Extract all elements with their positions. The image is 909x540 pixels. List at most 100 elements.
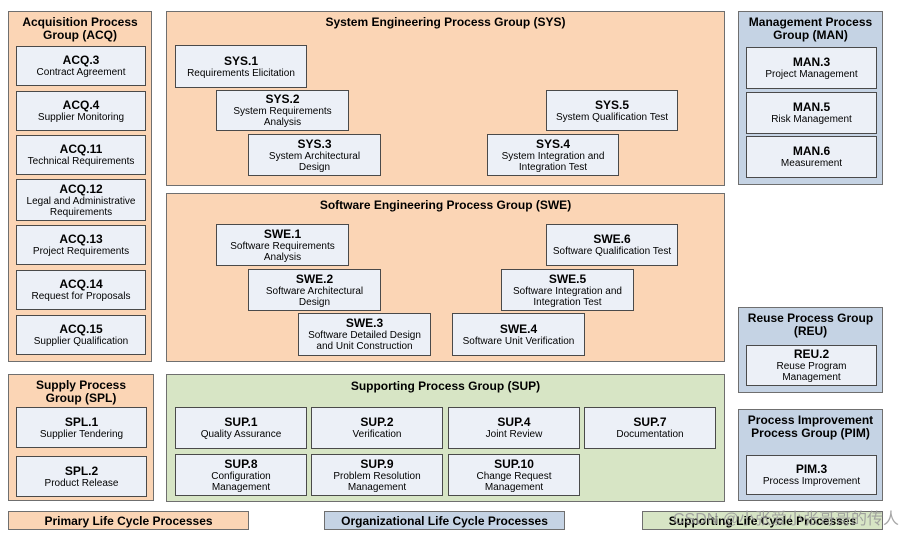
acq-3-id: ACQ.3 xyxy=(62,53,100,67)
sup-1-name: Quality Assurance xyxy=(200,429,282,440)
sup-2-box: SUP.2 Verification xyxy=(311,407,443,449)
man-5-box: MAN.5 Risk Management xyxy=(746,92,877,134)
sys-4-id: SYS.4 xyxy=(535,136,571,151)
watermark: CSDN @小张爱小张哥哥的传人 xyxy=(672,511,899,528)
sys-group-title: System Engineering Process Group (SYS) xyxy=(325,15,566,29)
swe-3-box: SWE.3 Software Detailed Design and Unit … xyxy=(298,313,431,356)
reu-2-id: REU.2 xyxy=(793,347,830,361)
man-5-id: MAN.5 xyxy=(792,100,831,114)
sup-8-box: SUP.8 Configuration Management xyxy=(175,454,307,496)
spl-group-title: Supply Process Group (SPL) xyxy=(35,378,127,405)
man-5-name: Risk Management xyxy=(771,114,852,125)
sys-3-box: SYS.3 System Architectural Design xyxy=(248,134,381,176)
sup-9-id: SUP.9 xyxy=(360,456,394,471)
acq-11-id: ACQ.11 xyxy=(59,142,103,156)
man-6-id: MAN.6 xyxy=(792,144,831,158)
pim-3-id: PIM.3 xyxy=(795,462,828,476)
acq-14-box: ACQ.14 Request for Proposals xyxy=(16,270,146,310)
legend-supporting: Supporting Life Cycle Processes xyxy=(642,511,883,530)
sys-1-name: Requirements Elicitation xyxy=(187,67,295,79)
swe-2-name: Software Architectural Design xyxy=(265,285,364,308)
swe-2-id: SWE.2 xyxy=(295,271,334,286)
reu-group: Reuse Process Group (REU) REU.2 Reuse Pr… xyxy=(738,307,883,393)
swe-3-name: Software Detailed Design and Unit Constr… xyxy=(308,330,421,352)
acq-11-box: ACQ.11 Technical Requirements xyxy=(16,135,146,175)
swe-3-id: SWE.3 xyxy=(345,316,384,330)
sup-7-id: SUP.7 xyxy=(633,415,667,429)
swe-4-id: SWE.4 xyxy=(499,321,538,336)
sup-1-box: SUP.1 Quality Assurance xyxy=(175,407,307,449)
sup-2-name: Verification xyxy=(352,429,402,440)
sup-9-box: SUP.9 Problem Resolution Management xyxy=(311,454,443,496)
acq-3-box: ACQ.3 Contract Agreement xyxy=(16,46,146,86)
sup-group-title: Supporting Process Group (SUP) xyxy=(350,379,541,393)
spl-2-id: SPL.2 xyxy=(64,463,99,478)
sup-4-name: Joint Review xyxy=(485,429,543,440)
sup-10-name: Change Request Management xyxy=(476,470,552,493)
sup-4-box: SUP.4 Joint Review xyxy=(448,407,580,449)
pim-group-title: Process Improvement Process Group (PIM) xyxy=(747,413,874,440)
sup-10-box: SUP.10 Change Request Management xyxy=(448,454,580,496)
sup-group: Supporting Process Group (SUP) SUP.1 Qua… xyxy=(166,374,725,502)
sys-2-box: SYS.2 System Requirements Analysis xyxy=(216,90,349,131)
reu-group-title: Reuse Process Group (REU) xyxy=(747,311,874,338)
acq-13-box: ACQ.13 Project Requirements xyxy=(16,225,146,265)
swe-4-box: SWE.4 Software Unit Verification xyxy=(452,313,585,356)
acq-4-id: ACQ.4 xyxy=(62,98,100,112)
acq-11-name: Technical Requirements xyxy=(27,156,135,167)
man-6-name: Measurement xyxy=(780,158,843,169)
man-3-name: Project Management xyxy=(765,69,858,80)
swe-6-box: SWE.6 Software Qualification Test xyxy=(546,224,678,266)
acq-4-name: Supplier Monitoring xyxy=(37,112,125,123)
sys-1-id: SYS.1 xyxy=(223,53,259,68)
swe-group: Software Engineering Process Group (SWE)… xyxy=(166,193,725,362)
pim-3-box: PIM.3 Process Improvement xyxy=(746,455,877,495)
sys-5-id: SYS.5 xyxy=(594,97,630,112)
sup-8-id: SUP.8 xyxy=(224,456,258,471)
acq-15-id: ACQ.15 xyxy=(59,322,103,336)
swe-6-id: SWE.6 xyxy=(593,232,631,246)
swe-1-name: Software Requirements Analysis xyxy=(230,240,335,263)
acq-4-box: ACQ.4 Supplier Monitoring xyxy=(16,91,146,131)
swe-1-id: SWE.1 xyxy=(263,226,302,241)
spl-2-box: SPL.2 Product Release xyxy=(16,456,147,497)
sup-10-id: SUP.10 xyxy=(494,456,534,471)
reu-2-name: Reuse Program Management xyxy=(776,361,847,383)
sup-8-name: Configuration Management xyxy=(211,470,271,493)
spl-group: Supply Process Group (SPL) SPL.1 Supplie… xyxy=(8,374,154,501)
acq-14-name: Request for Proposals xyxy=(31,291,131,302)
sys-4-name: System Integration and Integration Test xyxy=(501,150,605,173)
sys-5-name: System Qualification Test xyxy=(555,111,669,123)
acq-group-title: Acquisition Process Group (ACQ) xyxy=(22,15,138,42)
legend-primary: Primary Life Cycle Processes xyxy=(8,511,249,530)
sup-7-box: SUP.7 Documentation xyxy=(584,407,716,449)
acq-15-box: ACQ.15 Supplier Qualification xyxy=(16,315,146,355)
acq-13-id: ACQ.13 xyxy=(59,232,103,246)
acq-13-name: Project Requirements xyxy=(32,246,130,257)
man-group: Management Process Group (MAN) MAN.3 Pro… xyxy=(738,11,883,185)
acq-14-id: ACQ.14 xyxy=(59,277,103,291)
man-3-id: MAN.3 xyxy=(792,55,831,69)
sys-3-name: System Architectural Design xyxy=(268,150,361,173)
acq-15-name: Supplier Qualification xyxy=(33,336,129,347)
acq-12-box: ACQ.12 Legal and Administrative Requirem… xyxy=(16,179,146,221)
pim-group: Process Improvement Process Group (PIM) … xyxy=(738,409,883,501)
reu-2-box: REU.2 Reuse Program Management xyxy=(746,345,877,386)
sys-1-box: SYS.1 Requirements Elicitation xyxy=(175,45,307,88)
pim-3-name: Process Improvement xyxy=(762,476,861,487)
sup-7-name: Documentation xyxy=(616,429,684,440)
swe-6-name: Software Qualification Test xyxy=(552,246,672,257)
spl-1-box: SPL.1 Supplier Tendering xyxy=(16,407,147,448)
sys-group: System Engineering Process Group (SYS) S… xyxy=(166,11,725,186)
acq-12-id: ACQ.12 xyxy=(59,181,103,196)
acq-3-name: Contract Agreement xyxy=(36,67,126,78)
man-3-box: MAN.3 Project Management xyxy=(746,47,877,89)
sup-1-id: SUP.1 xyxy=(224,415,258,429)
swe-2-box: SWE.2 Software Architectural Design xyxy=(248,269,381,311)
sys-2-id: SYS.2 xyxy=(265,92,300,106)
sys-5-box: SYS.5 System Qualification Test xyxy=(546,90,678,131)
sup-4-id: SUP.4 xyxy=(497,415,531,429)
man-group-title: Management Process Group (MAN) xyxy=(748,15,873,42)
sys-2-name: System Requirements Analysis xyxy=(233,106,332,128)
sys-4-box: SYS.4 System Integration and Integration… xyxy=(487,134,619,176)
